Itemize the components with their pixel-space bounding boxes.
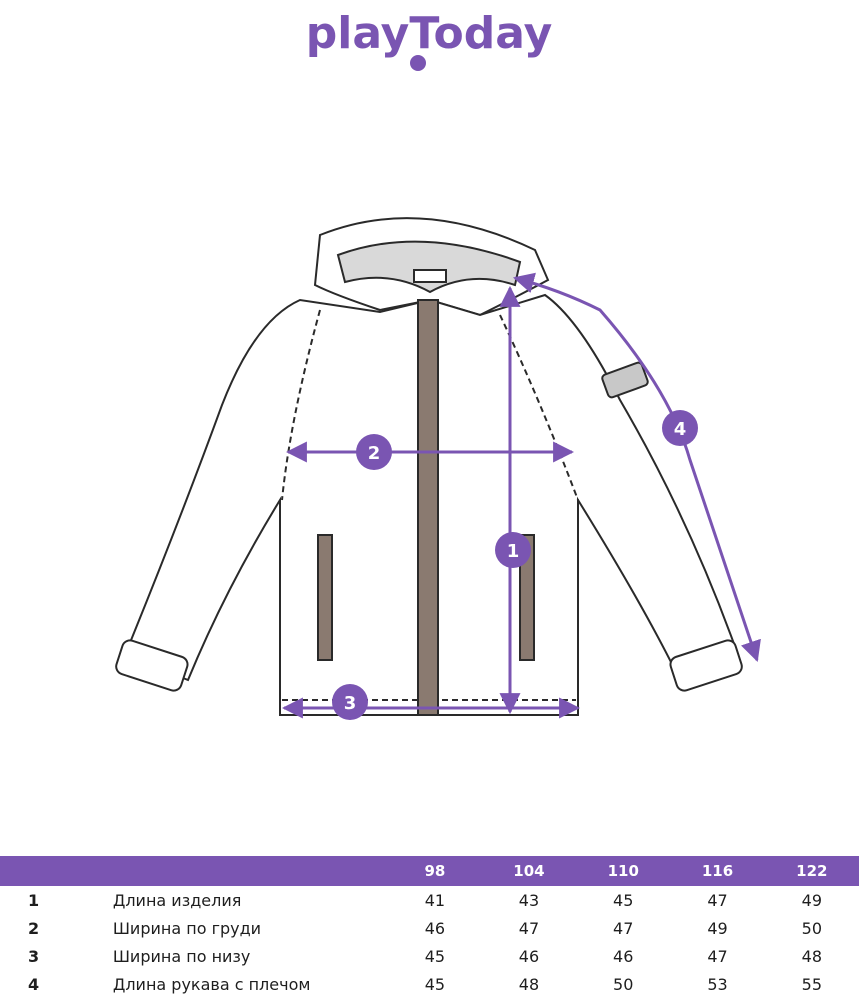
cell: 45	[424, 946, 446, 966]
table-row: 1 Длина изделия 41 43 45 47 49	[0, 886, 859, 914]
marker-2: 2	[356, 434, 392, 470]
row-label: Ширина по низу	[112, 946, 251, 966]
size-header: 110	[607, 862, 639, 880]
size-header: 98	[424, 862, 446, 880]
logo-text: playToday	[306, 8, 553, 59]
jacket-diagram: 1 2 3 4	[0, 200, 859, 740]
size-header: 104	[513, 862, 545, 880]
cell: 43	[518, 890, 540, 910]
sleeve-badge	[601, 361, 649, 399]
size-header: 116	[701, 862, 734, 880]
cell: 48	[801, 946, 822, 966]
cell: 55	[801, 974, 822, 994]
row-number: 3	[28, 946, 40, 966]
left-cuff	[115, 639, 189, 692]
cell: 47	[707, 890, 728, 910]
marker-4: 4	[662, 410, 698, 446]
size-header: 122	[796, 862, 828, 880]
hanger-loop	[413, 269, 447, 283]
size-table: 98 104 110 116 122 1 Длина изделия 41 43…	[0, 856, 859, 998]
cell: 45	[613, 890, 634, 910]
cell: 46	[613, 946, 634, 966]
cell: 46	[424, 918, 446, 938]
table-row: 4 Длина рукава с плечом 45 48 50 53 55	[0, 970, 859, 998]
cell: 47	[707, 946, 728, 966]
row-label: Длина рукава с плечом	[112, 974, 311, 994]
cell: 47	[613, 918, 634, 938]
svg-text:3: 3	[344, 693, 357, 714]
table-row: 3 Ширина по низу 45 46 46 47 48	[0, 942, 859, 970]
cell: 46	[518, 946, 540, 966]
zipper	[417, 299, 439, 716]
svg-text:4: 4	[674, 419, 687, 440]
table-row: 2 Ширина по груди 46 47 47 49 50	[0, 914, 859, 942]
row-label: Ширина по груди	[112, 918, 262, 938]
cell: 48	[518, 974, 540, 994]
left-raglan	[281, 309, 321, 501]
cell: 47	[518, 918, 540, 938]
brand-logo: playToday	[0, 0, 859, 80]
cell: 53	[707, 974, 728, 994]
svg-text:2: 2	[368, 443, 381, 464]
cell: 50	[801, 918, 822, 938]
size-header-row: 98 104 110 116 122	[0, 856, 859, 886]
svg-text:1: 1	[507, 541, 520, 562]
left-pocket-zip	[317, 534, 333, 661]
row-number: 2	[28, 918, 40, 938]
row-label: Длина изделия	[112, 890, 242, 910]
cell: 45	[424, 974, 446, 994]
cell: 49	[707, 918, 728, 938]
row-number: 1	[28, 890, 40, 910]
cell: 41	[424, 890, 446, 910]
hood-lining	[336, 240, 522, 294]
cell: 50	[613, 974, 634, 994]
marker-3: 3	[332, 684, 368, 720]
marker-1: 1	[495, 532, 531, 568]
logo-dot	[410, 55, 426, 71]
row-number: 4	[28, 974, 40, 994]
cell: 49	[801, 890, 822, 910]
jacket-outline	[115, 217, 743, 716]
